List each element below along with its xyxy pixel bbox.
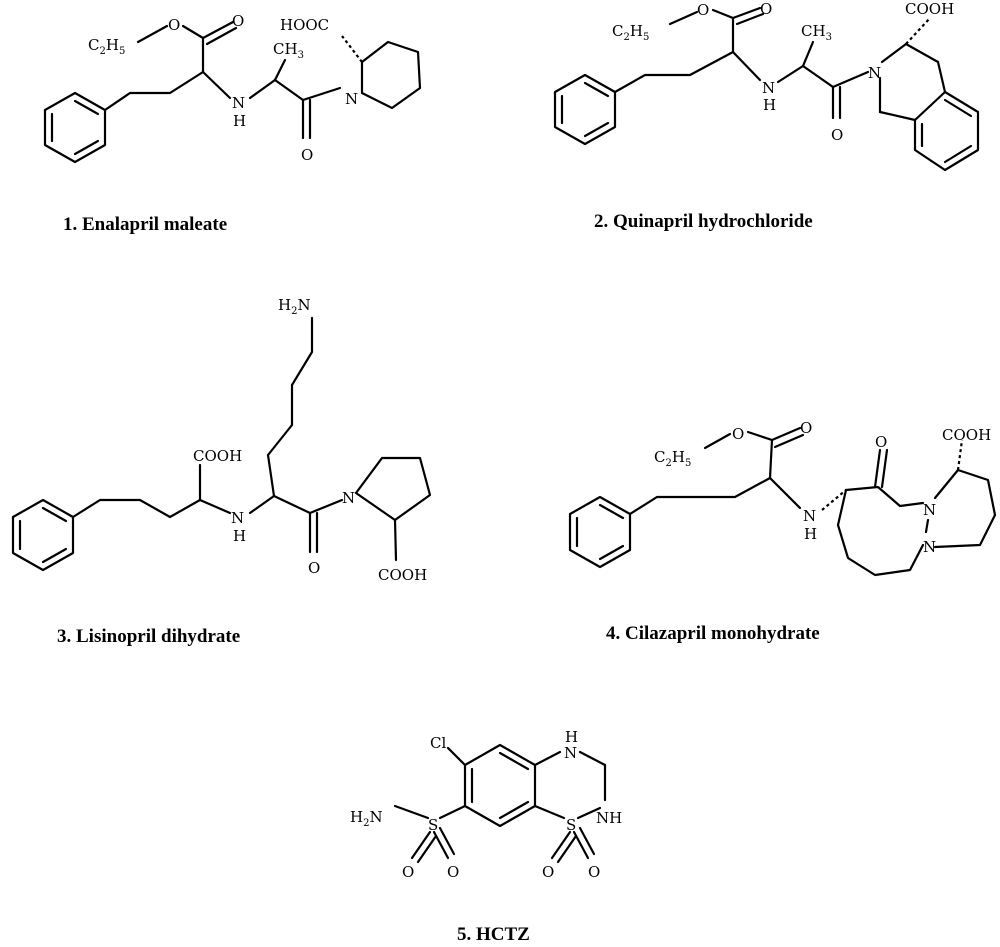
hctz-top-h: H xyxy=(565,728,578,746)
enalapril-acid-label: HOOC xyxy=(280,16,329,34)
enalapril-carbonyl-oxygen: O xyxy=(232,12,244,30)
quinapril-acid-label: COOH xyxy=(905,0,954,18)
hctz-oxygen-3: O xyxy=(542,863,554,881)
structure-hctz: Cl N H NH H2N S S O O O O 5. HCTZ xyxy=(350,728,622,945)
quinapril-carbonyl-oxygen: O xyxy=(760,0,772,18)
caption-lisinopril: 3. Lisinopril dihydrate xyxy=(57,626,240,647)
quinapril-ethyl-label: C2H5 xyxy=(612,22,649,43)
quinapril-bonds xyxy=(553,6,980,172)
cilazapril-acid-label: COOH xyxy=(942,426,991,444)
enalapril-methyl-label: CH3 xyxy=(273,40,304,61)
lisinopril-amide-oxygen: O xyxy=(308,559,320,577)
enalapril-ethyl-label: C2H5 xyxy=(88,36,125,57)
enalapril-amide-oxygen: O xyxy=(301,146,313,164)
lisinopril-amine-h: H xyxy=(233,527,246,545)
enalapril-amine-n: N xyxy=(232,94,245,112)
structure-lisinopril: H2N COOH N H N O COOH 3. Lisinopril dihy… xyxy=(11,296,432,647)
lisinopril-bottom-acid: COOH xyxy=(378,566,427,584)
lisinopril-amine-n: N xyxy=(231,509,244,527)
hctz-chlorine: Cl xyxy=(430,734,446,752)
hctz-right-sulfur: S xyxy=(566,816,576,834)
lisinopril-ring-nitrogen: N xyxy=(342,489,355,507)
quinapril-methyl-label: CH3 xyxy=(801,22,832,43)
hctz-oxygen-2: O xyxy=(447,863,459,881)
caption-quinapril: 2. Quinapril hydrochloride xyxy=(594,211,813,232)
cilazapril-n1: N xyxy=(923,501,936,519)
quinapril-amine-h: H xyxy=(763,96,776,114)
hctz-left-sulfur: S xyxy=(428,816,438,834)
cilazapril-bonds xyxy=(568,426,997,577)
lisinopril-amine-label: H2N xyxy=(278,296,311,317)
lisinopril-bonds xyxy=(11,316,432,572)
hctz-top-n: N xyxy=(564,744,577,762)
quinapril-amine-n: N xyxy=(762,79,775,97)
quinapril-ring-nitrogen: N xyxy=(868,64,881,82)
cilazapril-n2: N xyxy=(923,538,936,556)
structure-cilazapril: C2H5 O O N H O COOH N N 4. Cilazapril mo… xyxy=(568,419,997,644)
structure-enalapril: C2H5 O O N H CH3 HOOC N O 1. Enalapril m… xyxy=(43,12,422,235)
structure-quinapril: C2H5 O O N H CH3 COOH N O 2. Quinapril h… xyxy=(553,0,980,232)
hctz-oxygen-4: O xyxy=(588,863,600,881)
caption-cilazapril: 4. Cilazapril monohydrate xyxy=(606,623,820,644)
hctz-bonds xyxy=(393,743,607,864)
caption-hctz: 5. HCTZ xyxy=(457,924,530,945)
caption-enalapril: 1. Enalapril maleate xyxy=(63,214,227,235)
cilazapril-ester-oxygen: O xyxy=(732,425,744,443)
cilazapril-amine-h: H xyxy=(804,525,817,543)
enalapril-ring-nitrogen: N xyxy=(345,90,358,108)
hctz-amine-label: H2N xyxy=(350,808,383,829)
enalapril-ester-oxygen: O xyxy=(168,16,180,34)
hctz-oxygen-1: O xyxy=(402,863,414,881)
cilazapril-carbonyl-oxygen: O xyxy=(800,419,812,437)
hctz-side-nh: NH xyxy=(596,809,622,827)
lisinopril-top-acid: COOH xyxy=(193,447,242,465)
cilazapril-ethyl-label: C2H5 xyxy=(654,448,691,469)
quinapril-amide-oxygen: O xyxy=(831,126,843,144)
cilazapril-amine-n: N xyxy=(803,507,816,525)
enalapril-amine-h: H xyxy=(233,112,246,130)
quinapril-ester-oxygen: O xyxy=(697,1,709,19)
enalapril-bonds xyxy=(43,20,422,164)
cilazapril-ring-oxygen: O xyxy=(875,433,887,451)
